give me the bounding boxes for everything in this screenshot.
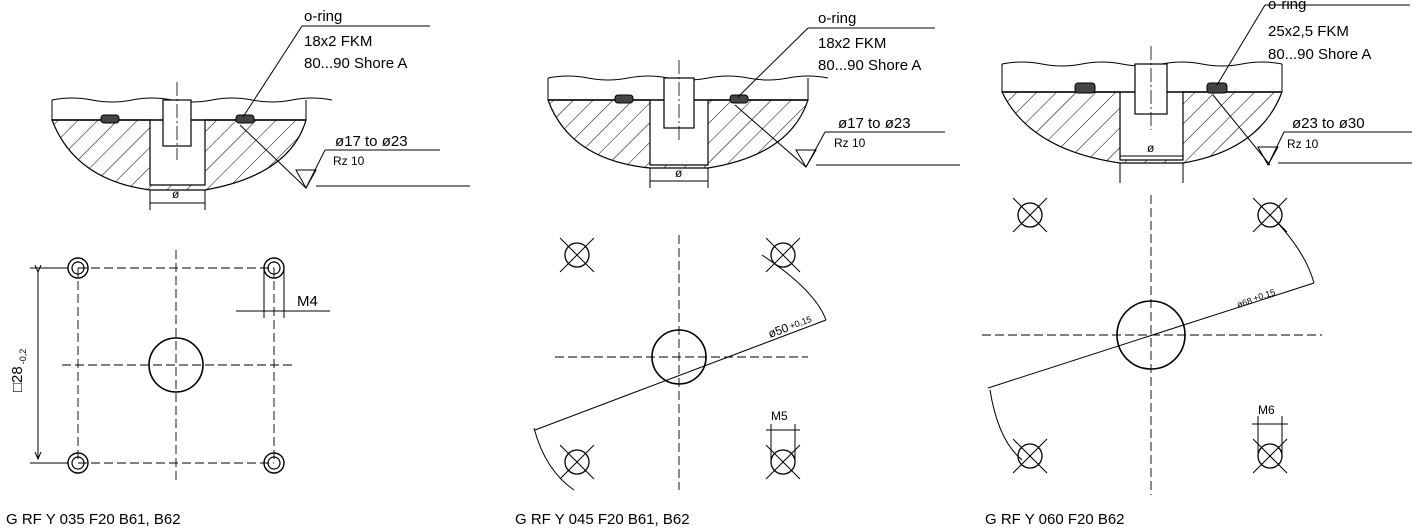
caption-3: G RF Y 060 F20 B62 bbox=[985, 511, 1125, 528]
bolt-pattern-3 bbox=[982, 195, 1322, 495]
diameter-range-2: ø17 to ø23 bbox=[838, 115, 911, 132]
bolt-hole-3a bbox=[1012, 197, 1048, 233]
oring-left-1 bbox=[100, 114, 120, 124]
thread-2: M5 bbox=[771, 409, 788, 423]
roughness-3: Rz 10 bbox=[1287, 137, 1319, 151]
drawing-2: ø o-ring 18x2 FKM 80...90 Shore A ø17 to… bbox=[515, 10, 960, 528]
oring-label-3: o-ring bbox=[1268, 0, 1306, 13]
thread-3: M6 bbox=[1258, 403, 1275, 417]
roughness-1: Rz 10 bbox=[333, 154, 365, 168]
square-dim-1: □28-0,2 bbox=[9, 349, 28, 392]
shaft-dim-2: ø bbox=[675, 166, 683, 180]
bolt-hole-3b bbox=[1252, 197, 1288, 233]
oring-size-3: 25x2,5 FKM bbox=[1268, 23, 1349, 40]
oring-hardness-2: 80...90 Shore A bbox=[818, 57, 921, 74]
oring-size-2: 18x2 FKM bbox=[818, 35, 886, 52]
oring-label-2: o-ring bbox=[818, 10, 856, 27]
oring-left-2 bbox=[614, 94, 634, 104]
oring-right-2 bbox=[729, 94, 749, 104]
caption-1: G RF Y 035 F20 B61, B62 bbox=[6, 511, 181, 528]
shaft-dim-3: ø bbox=[1147, 141, 1155, 155]
oring-left-3 bbox=[1074, 82, 1096, 94]
drawing-3: ø o-ring 25x2,5 FKM 80...90 Shore A ø23 … bbox=[982, 0, 1412, 528]
bolt-hole-2b bbox=[765, 237, 801, 273]
flange-section-1: ø bbox=[51, 25, 470, 210]
thread-1: M4 bbox=[297, 293, 318, 310]
bolt-pattern-2 bbox=[533, 235, 827, 491]
pitch-dim-2: ø50+0,15 bbox=[766, 312, 814, 341]
oring-hardness-1: 80...90 Shore A bbox=[304, 55, 407, 72]
shaft-dim-1: ø bbox=[172, 187, 180, 201]
diameter-range-1: ø17 to ø23 bbox=[335, 133, 408, 150]
oring-label-1: o-ring bbox=[304, 8, 342, 25]
bolt-hole-2c bbox=[559, 444, 595, 480]
oring-right-1 bbox=[235, 114, 255, 124]
bolt-hole-1d bbox=[263, 452, 285, 474]
roughness-2: Rz 10 bbox=[834, 136, 866, 150]
flange-section-2: ø bbox=[547, 27, 960, 188]
bolt-hole-2a bbox=[559, 237, 595, 273]
drawing-1: ø o-ring 18x2 FKM 80...90 Shore A ø17 to… bbox=[6, 8, 470, 528]
oring-hardness-3: 80...90 Shore A bbox=[1268, 46, 1371, 63]
oring-size-1: 18x2 FKM bbox=[304, 33, 372, 50]
oring-right-3 bbox=[1206, 82, 1228, 94]
pitch-dim-3: ø68+0,15 bbox=[1235, 287, 1277, 310]
bolt-pattern-1 bbox=[30, 250, 330, 480]
bolt-hole-3c bbox=[1012, 438, 1048, 474]
diameter-range-3: ø23 to ø30 bbox=[1292, 115, 1365, 132]
caption-2: G RF Y 045 F20 B61, B62 bbox=[515, 511, 690, 528]
flange-section-3: ø bbox=[1001, 4, 1412, 183]
